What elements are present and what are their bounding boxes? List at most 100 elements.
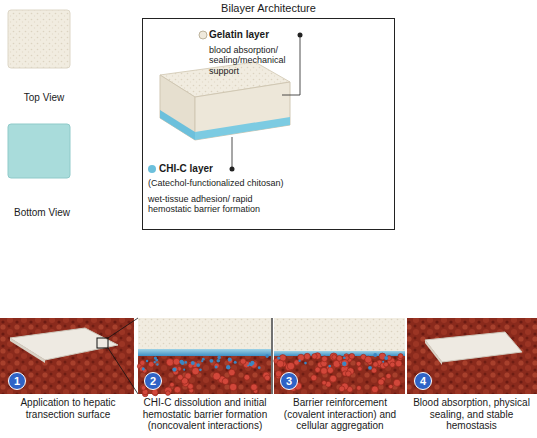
chic-particle (156, 363, 158, 365)
view-label: Bottom View (0, 207, 84, 219)
blood-cell (384, 362, 389, 367)
blood-cell (230, 383, 237, 390)
blood-cell (395, 360, 402, 367)
callout-number: 2 (150, 376, 156, 387)
chic-particle (342, 362, 346, 366)
top-swatch (8, 10, 70, 68)
blood-cell (277, 360, 284, 367)
blood-cell (192, 367, 199, 374)
step-caption: Application to hepatic transection surfa… (2, 397, 134, 420)
blood-cell (265, 375, 271, 381)
layer-name: CHI-C layer (159, 163, 229, 175)
blood-cell (330, 375, 337, 382)
blood-cell (222, 378, 228, 384)
chic-particle (217, 356, 221, 360)
blood-cell (321, 368, 328, 375)
blood-cell (250, 361, 257, 368)
callout-circle: 2 (144, 372, 162, 390)
blood-cell (312, 354, 317, 359)
blood-cell (371, 368, 376, 373)
chic-particle (382, 361, 384, 363)
blood-cell (304, 353, 310, 359)
chic-icon (148, 165, 156, 173)
zoom-panel (274, 318, 405, 394)
blood-cell (311, 375, 317, 381)
chic-particle (265, 354, 269, 358)
blood-cell (213, 372, 221, 380)
blood-cell (327, 367, 333, 373)
chic-particle (368, 366, 372, 370)
blood-cell (240, 359, 246, 365)
blood-cell (287, 362, 294, 369)
layer-name: Gelatin layer (209, 29, 297, 41)
chic-particle (226, 365, 230, 369)
blood-cell (173, 358, 180, 365)
callout-number: 3 (286, 376, 292, 387)
blood-cell (315, 367, 320, 372)
blood-cell (251, 384, 258, 391)
chic-particle (155, 359, 158, 362)
blood-cell (298, 354, 305, 361)
chic-particle (210, 359, 214, 363)
pad (425, 332, 522, 362)
callout-number: 4 (420, 376, 426, 387)
zoom-line (108, 318, 138, 338)
chic-particle (215, 365, 218, 368)
divider (271, 318, 272, 394)
blood-cell (170, 382, 175, 387)
chic-particle (217, 359, 221, 363)
gelatin-icon (199, 31, 207, 39)
chic-particle (250, 361, 254, 365)
chic-particle (228, 358, 232, 362)
blood-cell (166, 359, 173, 366)
callout-number: 1 (14, 376, 20, 387)
blood-cell (140, 360, 145, 365)
blood-cell (166, 391, 171, 396)
pad (10, 328, 118, 360)
blood-cell (322, 381, 327, 386)
blood-cell (178, 375, 184, 381)
blood-cell (357, 386, 362, 391)
zoom-box (97, 338, 108, 348)
step-caption: Blood absorption, physical sealing, and … (408, 397, 535, 432)
chic-particle (277, 356, 280, 359)
blood-cell (386, 373, 391, 378)
blood-cell (378, 379, 384, 385)
blood-cell (346, 371, 352, 377)
view-label: Top View (4, 92, 84, 104)
blood-cell (173, 367, 178, 372)
blood-cell (330, 353, 337, 360)
box-heading: Bilayer Architecture (143, 2, 394, 14)
chic-particle (328, 365, 331, 368)
chic-particle (172, 368, 176, 372)
blood-cell (188, 384, 194, 390)
chic-particle (247, 364, 249, 366)
blood-cell (365, 356, 372, 363)
blood-cell (152, 389, 158, 395)
blood-cell (228, 358, 233, 363)
chic-particle (202, 358, 205, 361)
blood-cell (372, 386, 379, 393)
chic-particle (384, 356, 388, 360)
chic-particle (343, 356, 346, 359)
blood-cell (322, 356, 328, 362)
layer-description: blood absorption/ sealing/mechanical sup… (209, 45, 295, 76)
chic-particle (185, 361, 188, 364)
blood-cell (398, 354, 403, 359)
bottom-swatch (8, 124, 70, 178)
blood-cell (148, 362, 154, 368)
liver-panel (407, 318, 537, 394)
chic-particle (142, 367, 145, 370)
callout-circle: 1 (8, 372, 26, 390)
blood-cell (390, 362, 395, 367)
blood-cell (341, 360, 348, 367)
pad-edge (10, 338, 45, 363)
step-caption: CHI-C dissolution and initial hemostatic… (138, 397, 272, 432)
pad-edge (425, 340, 442, 365)
chic-particle (234, 361, 237, 364)
chic-particle (179, 360, 183, 364)
blood-cell (393, 379, 400, 386)
layer-description: wet-tissue adhesion/ rapid hemostatic ba… (148, 194, 278, 215)
chic-particle (196, 363, 200, 367)
zoom-line (108, 348, 138, 394)
